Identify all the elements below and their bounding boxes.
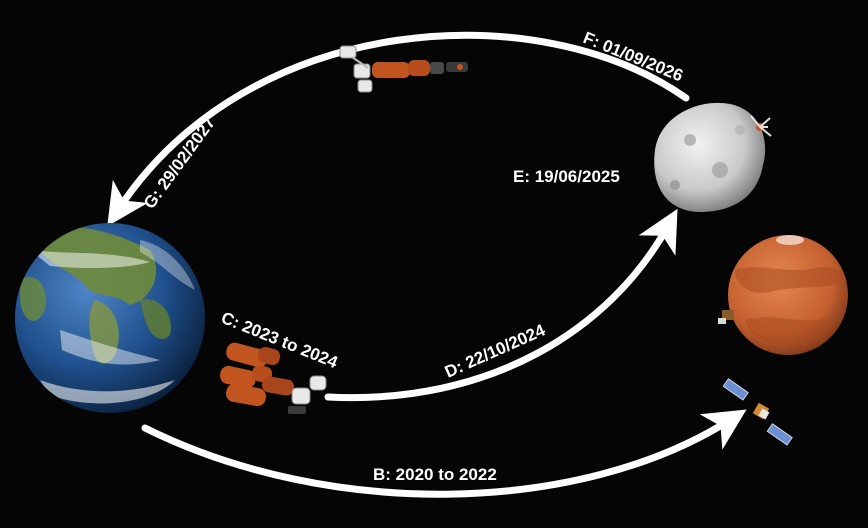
probe-satellite-icon <box>722 378 793 446</box>
return-spacecraft-icon <box>339 45 468 93</box>
asteroid-icon <box>654 102 766 212</box>
label-e: E: 19/06/2025 <box>513 167 620 186</box>
assembled-spacecraft-icon <box>220 342 327 414</box>
label-b: B: 2020 to 2022 <box>373 465 497 484</box>
arrow-d-to-e <box>324 208 678 402</box>
arrow-b-to-probe <box>141 409 747 498</box>
label-c: C: 2023 to 2024 <box>219 308 341 372</box>
earth-icon <box>15 223 205 413</box>
mars-icon <box>718 235 848 355</box>
arrow-f-to-g <box>107 31 690 227</box>
asteroid-lander-icon <box>750 115 772 137</box>
